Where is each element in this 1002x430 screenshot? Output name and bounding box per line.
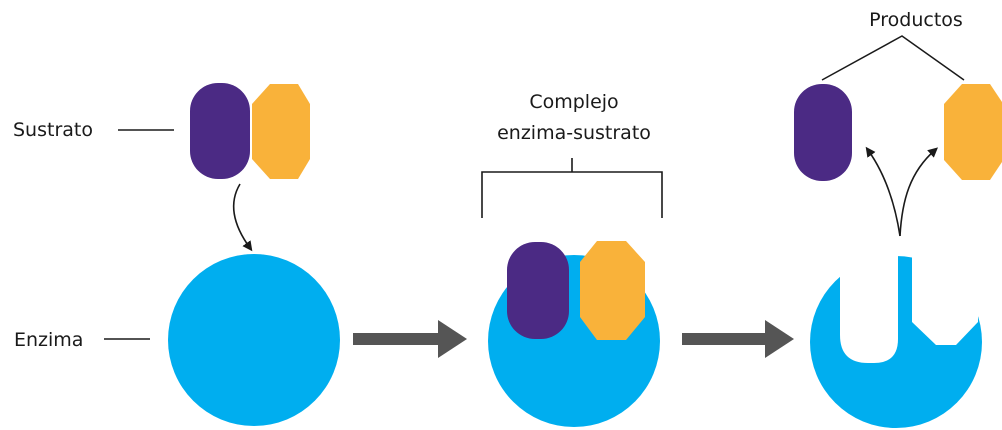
complex-bracket — [481, 158, 663, 218]
substrate-label: Sustrato — [13, 119, 93, 141]
enzyme-active-site-tab — [898, 259, 912, 270]
enzyme-label: Enzima — [14, 329, 84, 351]
products-label: Productos — [869, 9, 963, 31]
enzyme-substrate-complex — [488, 241, 660, 427]
product-purple — [794, 84, 852, 181]
complex-label-line1: Complejo — [529, 91, 619, 113]
substrate-orange-part — [252, 84, 310, 179]
complex-purple-part — [507, 242, 569, 339]
binding-arrow — [232, 183, 253, 252]
enzyme-circle — [168, 254, 340, 426]
enzyme-after-release — [810, 256, 982, 428]
substrate-purple-part — [190, 83, 250, 179]
reaction-arrow-1 — [353, 320, 467, 358]
release-arrow-left — [865, 146, 901, 237]
complex-orange-part — [580, 241, 645, 340]
release-arrow-right — [899, 147, 939, 237]
reaction-arrow-2 — [682, 320, 794, 358]
products-bracket — [821, 35, 965, 81]
complex-label-line2: enzima-sustrato — [497, 122, 651, 144]
product-orange — [944, 84, 1002, 180]
substrate-molecule — [190, 83, 310, 179]
